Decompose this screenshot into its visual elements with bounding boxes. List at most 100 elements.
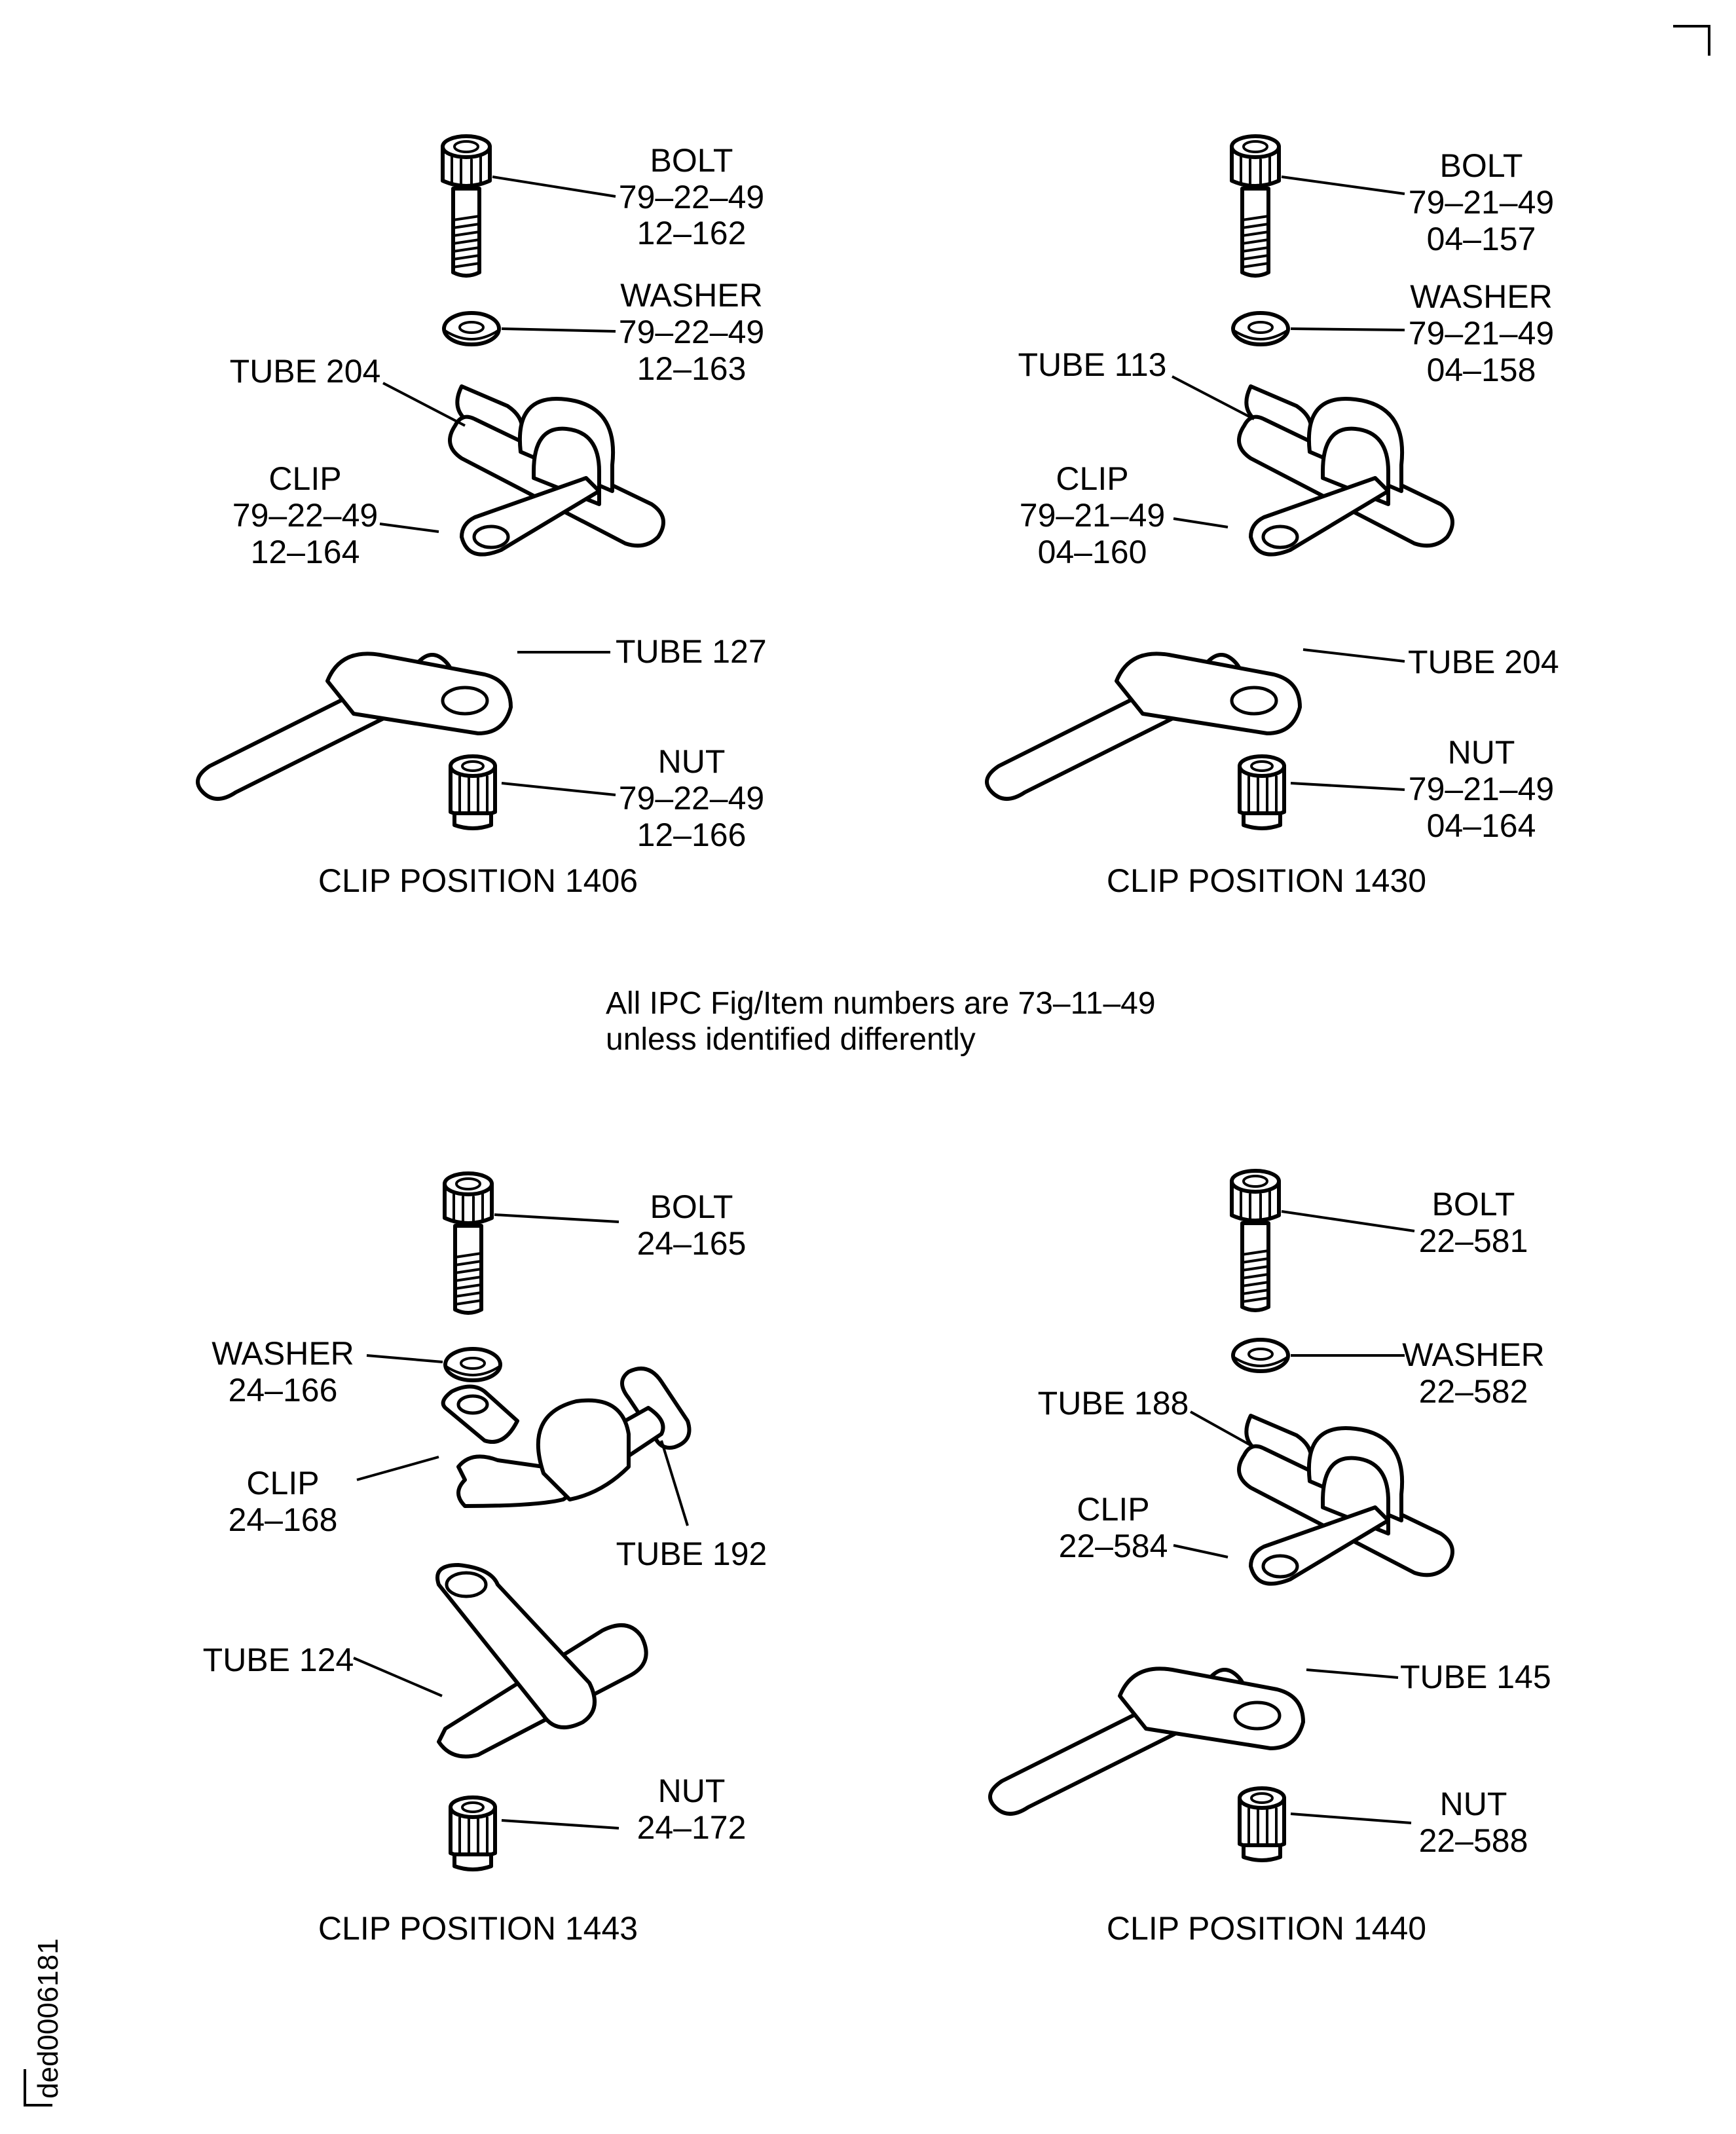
nut-item: 24–172: [637, 1809, 747, 1846]
tube-top-leader: [1172, 375, 1255, 420]
washer-fig: 79–21–49: [1409, 315, 1554, 352]
clip-label: CLIP: [246, 1465, 319, 1501]
cushion-clip-icon: [1239, 1416, 1452, 1584]
nut-leader: [501, 782, 616, 796]
bolt-icon: [443, 136, 490, 276]
nut-label: NUT: [1448, 734, 1515, 771]
nut-icon: [1240, 756, 1284, 828]
tube-right-leader: [660, 1440, 689, 1526]
tube-left-label: TUBE 124: [203, 1642, 354, 1678]
clip-leader: [1173, 517, 1228, 528]
clip-item: 24–168: [229, 1501, 338, 1538]
washer-icon: [1233, 1340, 1288, 1371]
panel-caption: CLIP POSITION 1406: [318, 862, 638, 899]
clip-label: CLIP: [268, 460, 341, 497]
washer-icon: [1233, 313, 1288, 344]
clip-item: 12–164: [251, 534, 360, 570]
washer-icon: [445, 1349, 500, 1380]
panel-clip-position-1430: BOLT 79–21–49 04–157 WASHER 79–21–49 04–…: [987, 136, 1559, 899]
nut-leader: [501, 1819, 619, 1830]
panel-clip-position-1443: BOLT 24–165 WASHER 24–166 CLIP 24–168 TU…: [203, 1173, 767, 1947]
nut-icon: [451, 1797, 495, 1869]
tube-top-leader: [382, 382, 466, 427]
washer-fig: 79–22–49: [619, 314, 764, 350]
bolt-fig: 79–21–49: [1409, 184, 1554, 221]
tube-bottom-label: TUBE 204: [1408, 644, 1559, 680]
panel-caption: CLIP POSITION 1443: [318, 1910, 638, 1947]
washer-leader: [366, 1354, 443, 1363]
tube-bottom-label: TUBE 145: [1400, 1659, 1551, 1695]
clip-label: CLIP: [1077, 1491, 1149, 1528]
tube-top-label: TUBE 113: [1018, 346, 1167, 383]
washer-leader: [501, 327, 616, 333]
bolt-item: 04–157: [1427, 221, 1536, 257]
bolt-label: BOLT: [650, 1188, 733, 1225]
nut-icon: [451, 756, 495, 828]
washer-item: 22–582: [1419, 1373, 1528, 1410]
panel-caption: CLIP POSITION 1430: [1107, 862, 1426, 899]
washer-icon: [444, 313, 499, 344]
tube-top-label: TUBE 188: [1038, 1385, 1189, 1422]
panel-clip-position-1440: BOLT 22–581 WASHER 22–582 TUBE 188 CLIP …: [990, 1171, 1551, 1947]
nut-fig: 79–22–49: [619, 780, 764, 817]
drawing-code: ded0006181: [32, 1938, 64, 2099]
corner-mark-top-right: [1673, 25, 1710, 56]
bolt-label: BOLT: [650, 142, 733, 179]
cushion-clip-lower-icon: [435, 1563, 648, 1759]
bolt-icon: [1232, 136, 1279, 276]
washer-item: 24–166: [229, 1372, 338, 1408]
bolt-icon: [445, 1173, 492, 1313]
washer-item: 04–158: [1427, 352, 1536, 388]
clip-leader: [379, 523, 439, 533]
nut-item: 04–164: [1427, 807, 1536, 844]
note-line-1: All IPC Fig/Item numbers are 73–11–49: [606, 986, 1156, 1021]
tube-bottom-label: TUBE 127: [616, 633, 767, 670]
nut-item: 12–166: [637, 817, 747, 853]
washer-label: WASHER: [1402, 1336, 1545, 1373]
tube-top-leader: [1190, 1410, 1255, 1448]
clip-label: CLIP: [1056, 460, 1128, 497]
panel-clip-position-1406: BOLT 79–22–49 12–162 WASHER 79–22–49 12–…: [198, 136, 767, 899]
nut-item: 22–588: [1419, 1822, 1528, 1859]
tube-top-label: TUBE 204: [230, 353, 381, 390]
bolt-label: BOLT: [1440, 147, 1523, 184]
washer-label: WASHER: [1410, 278, 1553, 315]
tube-bottom-leader: [1306, 1668, 1399, 1679]
bolt-label: BOLT: [1432, 1186, 1515, 1223]
washer-label: WASHER: [620, 277, 763, 314]
nut-label: NUT: [658, 1773, 726, 1809]
bolt-item: 22–581: [1419, 1223, 1528, 1259]
tube-bottom-leader: [1302, 648, 1405, 663]
nut-icon: [1240, 1788, 1284, 1860]
clip-leader: [356, 1456, 439, 1481]
nut-leader: [1290, 1812, 1412, 1824]
washer-item: 12–163: [637, 350, 747, 387]
tube-right-label: TUBE 192: [616, 1536, 767, 1572]
clip-item: 22–584: [1059, 1528, 1168, 1564]
nut-label: NUT: [1440, 1786, 1507, 1822]
tube-left-leader: [353, 1657, 443, 1697]
cushion-clip-icon: [441, 1367, 692, 1508]
washer-leader: [1290, 327, 1405, 331]
cushion-clip-icon: [450, 386, 663, 555]
bolt-item: 12–162: [637, 215, 747, 251]
clip-fig: 79–21–49: [1020, 497, 1165, 534]
bolt-fig: 79–22–49: [619, 179, 764, 215]
bolt-item: 24–165: [637, 1225, 747, 1262]
bolt-leader: [1281, 175, 1405, 195]
bolt-leader: [494, 1213, 619, 1223]
bolt-icon: [1232, 1171, 1279, 1310]
corner-mark-bottom-left: [24, 2069, 52, 2106]
panel-caption: CLIP POSITION 1440: [1107, 1910, 1426, 1947]
bolt-leader: [492, 175, 616, 198]
washer-label: WASHER: [212, 1335, 354, 1372]
nut-fig: 79–21–49: [1409, 771, 1554, 807]
clip-fig: 79–22–49: [232, 497, 378, 534]
clip-item: 04–160: [1038, 534, 1147, 570]
nut-label: NUT: [658, 743, 726, 780]
note-line-2: unless identified differently: [606, 1022, 976, 1057]
bolt-leader: [1281, 1210, 1415, 1232]
cushion-clip-icon: [1239, 386, 1452, 555]
nut-leader: [1290, 782, 1405, 791]
